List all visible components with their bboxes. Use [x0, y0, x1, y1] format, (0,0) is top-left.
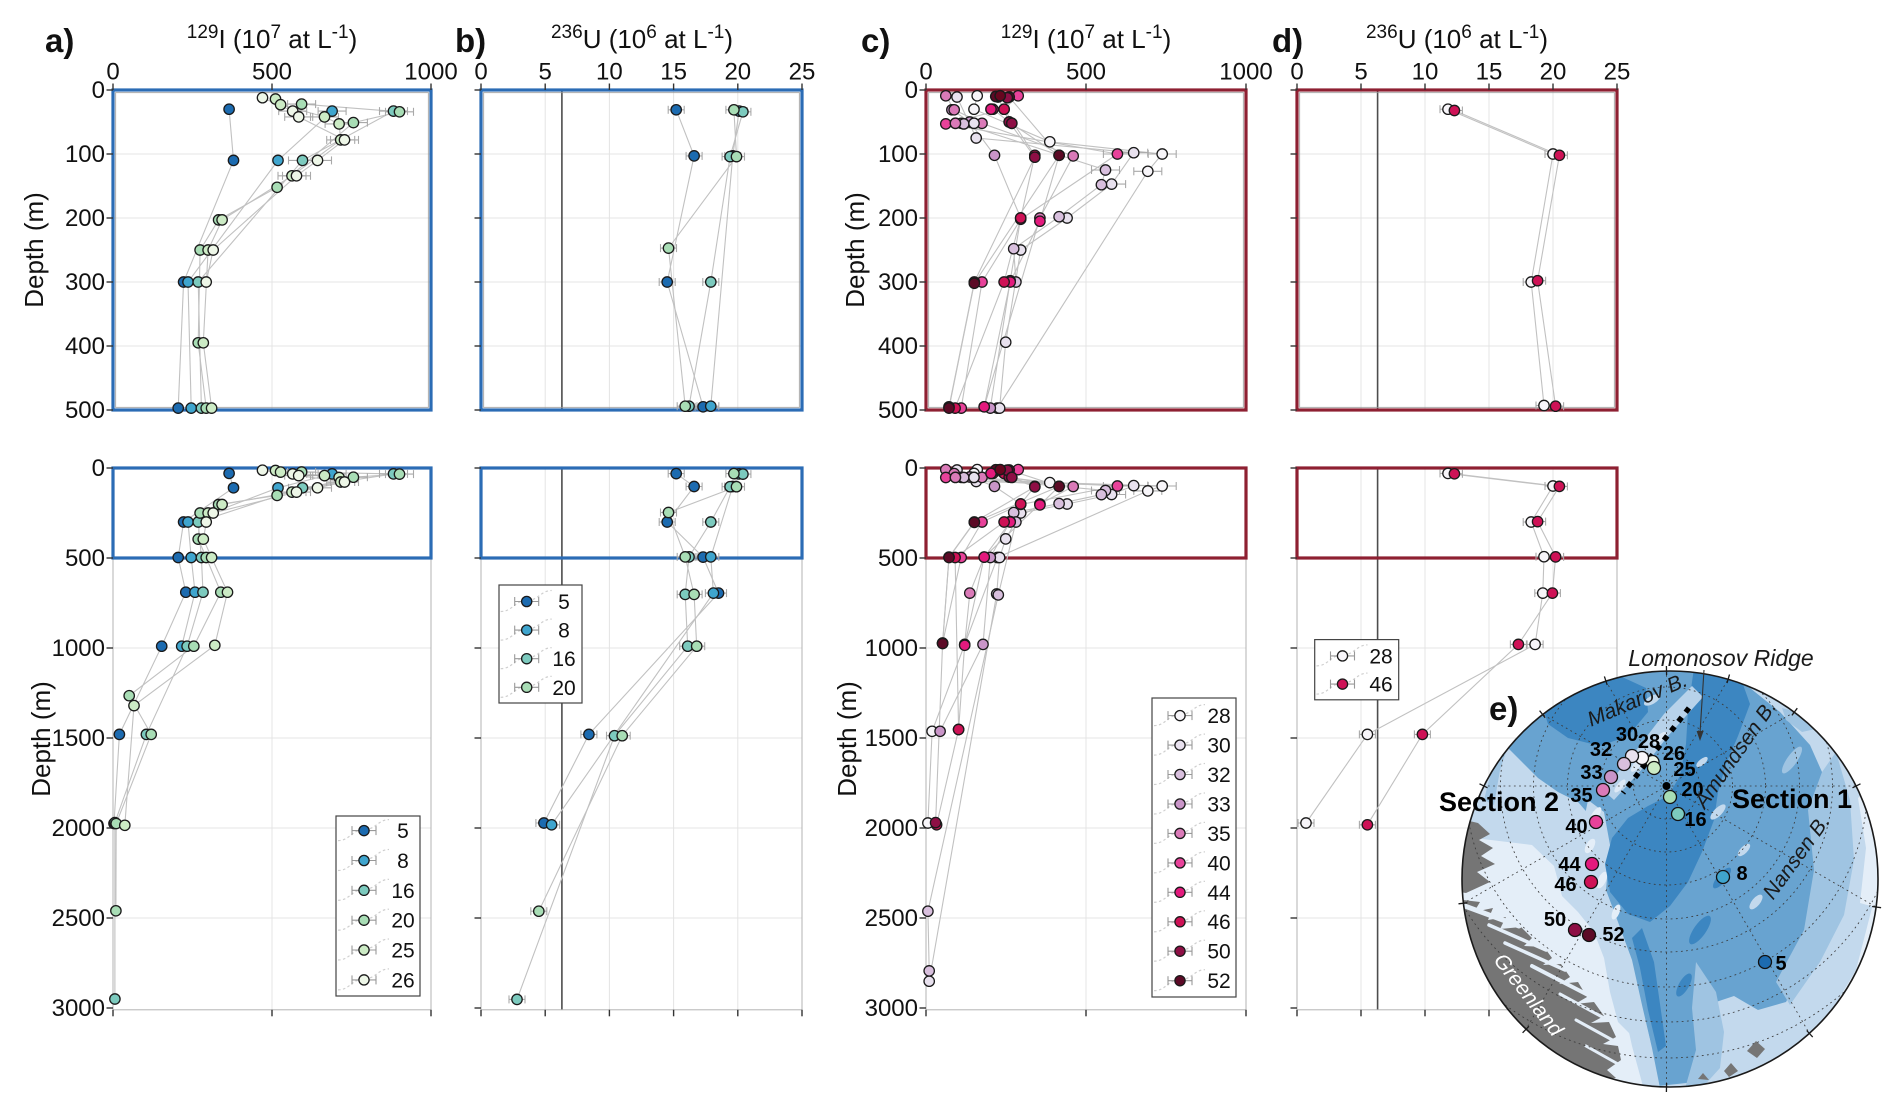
svg-text:50: 50	[1544, 909, 1566, 931]
svg-text:Depth (m): Depth (m)	[840, 192, 870, 308]
svg-text:500: 500	[65, 545, 105, 572]
svg-text:1000: 1000	[1219, 59, 1272, 86]
svg-text:46: 46	[1554, 874, 1576, 896]
svg-text:20: 20	[552, 677, 575, 700]
svg-text:2500: 2500	[865, 905, 918, 932]
svg-text:2000: 2000	[865, 815, 918, 842]
svg-text:c): c)	[861, 22, 890, 59]
svg-text:1500: 1500	[52, 725, 105, 752]
svg-text:500: 500	[878, 545, 918, 572]
svg-text:0: 0	[474, 59, 487, 86]
svg-text:5: 5	[1775, 953, 1786, 975]
svg-text:16: 16	[552, 648, 575, 671]
svg-text:5: 5	[397, 820, 409, 843]
svg-text:32: 32	[1207, 764, 1230, 787]
svg-text:35: 35	[1570, 785, 1592, 807]
svg-text:500: 500	[878, 397, 918, 424]
svg-text:3000: 3000	[52, 995, 105, 1022]
svg-text:Section 2: Section 2	[1439, 787, 1559, 817]
svg-text:2000: 2000	[52, 815, 105, 842]
svg-text:5: 5	[539, 59, 552, 86]
svg-text:Depth (m): Depth (m)	[26, 681, 56, 797]
svg-text:d): d)	[1272, 22, 1303, 59]
svg-text:1000: 1000	[865, 635, 918, 662]
svg-text:15: 15	[660, 59, 687, 86]
svg-text:30: 30	[1616, 724, 1638, 746]
svg-text:20: 20	[1540, 59, 1567, 86]
svg-text:200: 200	[65, 205, 105, 232]
svg-text:8: 8	[397, 850, 409, 873]
svg-text:28: 28	[1369, 645, 1392, 668]
svg-text:8: 8	[558, 620, 570, 643]
svg-text:100: 100	[878, 141, 918, 168]
svg-text:32: 32	[1590, 739, 1612, 761]
svg-text:Depth (m): Depth (m)	[19, 192, 49, 308]
svg-text:0: 0	[106, 59, 119, 86]
svg-text:500: 500	[252, 59, 292, 86]
svg-text:0: 0	[905, 77, 918, 104]
svg-text:50: 50	[1207, 941, 1230, 964]
svg-text:1000: 1000	[404, 59, 457, 86]
svg-text:e): e)	[1489, 690, 1518, 727]
svg-text:25: 25	[391, 940, 414, 963]
svg-text:28: 28	[1638, 731, 1660, 753]
svg-text:3000: 3000	[865, 995, 918, 1022]
svg-text:0: 0	[92, 455, 105, 482]
svg-text:10: 10	[1412, 59, 1439, 86]
svg-text:1000: 1000	[52, 635, 105, 662]
svg-text:26: 26	[391, 969, 414, 992]
svg-text:44: 44	[1207, 882, 1231, 905]
svg-text:500: 500	[65, 397, 105, 424]
svg-text:0: 0	[905, 455, 918, 482]
svg-text:1500: 1500	[865, 725, 918, 752]
svg-text:Section 1: Section 1	[1732, 784, 1852, 814]
svg-text:44: 44	[1558, 854, 1581, 876]
svg-text:400: 400	[65, 333, 105, 360]
svg-text:0: 0	[92, 77, 105, 104]
svg-text:300: 300	[878, 269, 918, 296]
svg-text:46: 46	[1207, 911, 1230, 934]
svg-text:40: 40	[1207, 852, 1230, 875]
svg-text:15: 15	[1476, 59, 1503, 86]
svg-text:100: 100	[65, 141, 105, 168]
svg-text:30: 30	[1207, 735, 1230, 758]
svg-text:0: 0	[919, 59, 932, 86]
svg-text:25: 25	[1673, 759, 1695, 781]
svg-text:2500: 2500	[52, 905, 105, 932]
svg-text:16: 16	[391, 880, 414, 903]
svg-text:a): a)	[45, 22, 74, 59]
svg-text:35: 35	[1207, 823, 1230, 846]
svg-text:b): b)	[455, 22, 486, 59]
svg-text:33: 33	[1207, 794, 1230, 817]
svg-text:28: 28	[1207, 705, 1230, 728]
svg-text:20: 20	[391, 910, 414, 933]
svg-text:52: 52	[1602, 924, 1624, 946]
svg-text:25: 25	[789, 59, 816, 86]
svg-text:500: 500	[1066, 59, 1106, 86]
svg-text:Depth (m): Depth (m)	[832, 681, 862, 797]
svg-text:40: 40	[1565, 816, 1587, 838]
svg-text:5: 5	[1354, 59, 1367, 86]
svg-text:33: 33	[1580, 762, 1602, 784]
svg-text:5: 5	[558, 591, 570, 614]
svg-text:8: 8	[1736, 863, 1747, 885]
svg-text:25: 25	[1604, 59, 1631, 86]
svg-text:16: 16	[1684, 809, 1706, 831]
svg-text:20: 20	[724, 59, 751, 86]
svg-text:46: 46	[1369, 674, 1392, 697]
svg-text:10: 10	[596, 59, 623, 86]
svg-text:200: 200	[878, 205, 918, 232]
svg-text:300: 300	[65, 269, 105, 296]
svg-text:Lomonosov Ridge: Lomonosov Ridge	[1628, 645, 1813, 671]
svg-text:400: 400	[878, 333, 918, 360]
svg-text:52: 52	[1207, 970, 1230, 993]
svg-text:0: 0	[1290, 59, 1303, 86]
